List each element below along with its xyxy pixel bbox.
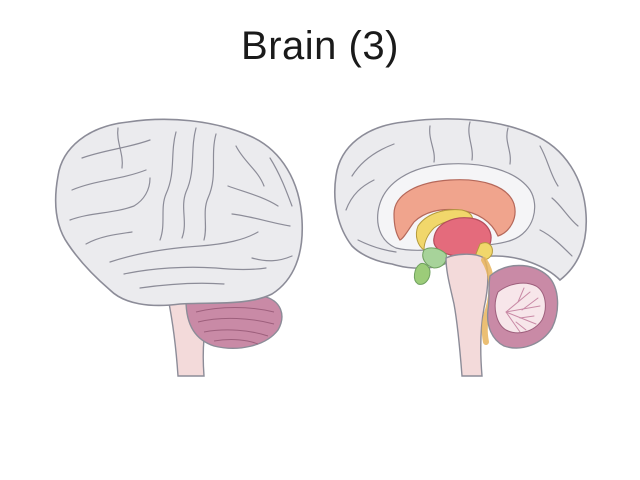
hypothalamus	[422, 247, 447, 269]
sulci-sagittal	[345, 121, 579, 257]
brain-sagittal-section	[333, 118, 588, 377]
cerebrum-lateral	[54, 118, 304, 307]
slide-title: Brain (3)	[241, 24, 399, 68]
corpus-callosum	[393, 179, 516, 241]
cerebellum-folia	[195, 307, 275, 345]
arbor-vitae-branches	[505, 287, 541, 333]
brainstem-sagittal	[445, 253, 489, 377]
sulci-lateral	[69, 127, 293, 289]
brain-lateral-view	[54, 118, 304, 377]
pituitary	[413, 263, 431, 285]
arbor-vitae	[494, 282, 546, 334]
